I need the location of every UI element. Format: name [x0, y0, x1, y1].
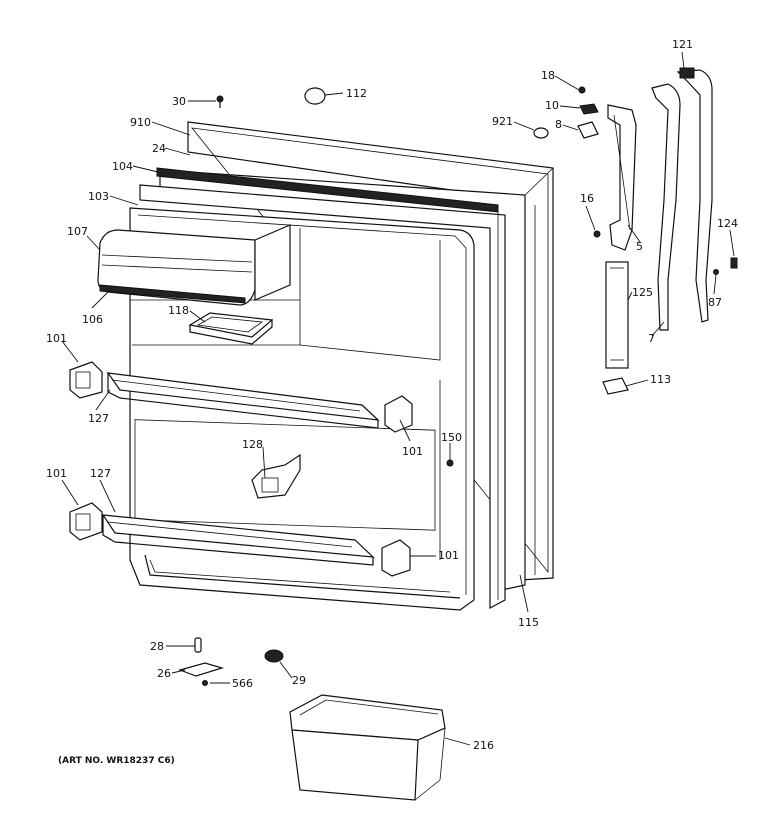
callout-103: 103 — [88, 190, 109, 203]
callout-29: 29 — [292, 674, 306, 687]
callout-112: 112 — [346, 87, 367, 100]
shelf-end-cap-upper-right — [384, 395, 413, 433]
handle-insert-125 — [605, 261, 629, 369]
cap-29 — [264, 649, 284, 663]
handle-cap-113 — [602, 377, 629, 395]
screw-30 — [216, 95, 224, 108]
callout-118: 118 — [168, 304, 189, 317]
door-shelf-bar-upper — [106, 372, 380, 429]
callout-30: 30 — [172, 95, 186, 108]
callout-127-upper: 127 — [88, 412, 109, 425]
callout-18: 18 — [541, 69, 555, 82]
callout-5: 5 — [636, 240, 643, 253]
door-shelf-bar-lower — [101, 514, 375, 566]
leader-lines — [61, 51, 735, 746]
callout-104: 104 — [112, 160, 133, 173]
callout-107: 107 — [67, 225, 88, 238]
pin-28 — [194, 637, 202, 653]
callout-125: 125 — [632, 286, 653, 299]
art-number: (ART NO. WR18237 C6) — [58, 756, 175, 766]
callout-113: 113 — [650, 373, 671, 386]
shelf-end-cap-lower-right — [381, 539, 411, 577]
callout-87: 87 — [708, 296, 722, 309]
hinge-bracket-5 — [607, 104, 637, 251]
callout-124: 124 — [717, 217, 738, 230]
callout-566: 566 — [232, 677, 253, 690]
callout-106: 106 — [82, 313, 103, 326]
callout-8: 8 — [555, 118, 562, 131]
callout-101-lower-left: 101 — [46, 467, 67, 480]
callout-121: 121 — [672, 38, 693, 51]
screw-150 — [446, 459, 454, 467]
callout-216: 216 — [473, 739, 494, 752]
callout-24: 24 — [152, 142, 166, 155]
dairy-tray — [188, 312, 274, 345]
callout-921: 921 — [492, 115, 513, 128]
callout-101-upper-left: 101 — [46, 332, 67, 345]
shelf-end-cap-lower-left — [69, 502, 103, 541]
callout-16: 16 — [580, 192, 594, 205]
callout-101-upper-right: 101 — [402, 445, 423, 458]
shelf-end-cap-upper-left — [69, 361, 103, 399]
callout-150: 150 — [441, 431, 462, 444]
door-bin-216 — [289, 694, 446, 801]
plug-112 — [304, 87, 326, 105]
plate-26 — [178, 662, 225, 677]
callout-28: 28 — [150, 640, 164, 653]
callout-7: 7 — [648, 332, 655, 345]
callout-10: 10 — [545, 99, 559, 112]
callout-910: 910 — [130, 116, 151, 129]
center-bracket — [251, 453, 301, 499]
door-gasket — [139, 167, 506, 609]
dairy-compartment-door — [97, 224, 291, 306]
callout-26: 26 — [157, 667, 171, 680]
callout-101-lower-right: 101 — [438, 549, 459, 562]
callout-115: 115 — [518, 616, 539, 629]
door-handle-121 — [651, 67, 713, 331]
callout-127-lower: 127 — [90, 467, 111, 480]
screw-566 — [202, 680, 208, 686]
callout-labels: 30 112 910 24 104 103 107 106 118 101 12… — [46, 38, 738, 752]
callout-128: 128 — [242, 438, 263, 451]
